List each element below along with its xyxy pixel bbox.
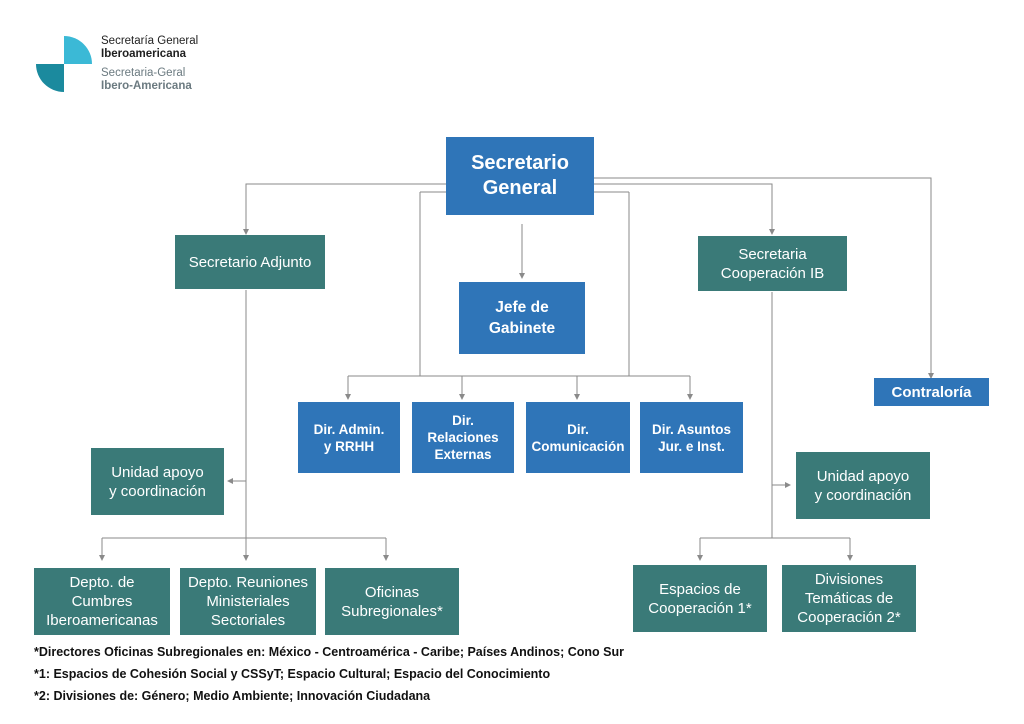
org-name-es-line2: Iberoamericana <box>101 48 187 60</box>
node-secretaria-cooperacion: Secretaria Cooperación IB <box>698 236 847 291</box>
footnote-espacios: *1: Espacios de Cohesión Social y CSSyT;… <box>34 667 551 681</box>
node-dir-admin: Dir. Admin. y RRHH <box>298 402 400 473</box>
footnote-oficinas: *Directores Oficinas Subregionales en: M… <box>34 645 624 659</box>
org-name-pt-line2: Ibero-Americana <box>101 80 192 92</box>
footnote-divisiones: *2: Divisiones de: Género; Medio Ambient… <box>34 689 431 703</box>
node-depto-reuniones: Depto. Reuniones Ministeriales Sectorial… <box>180 568 316 635</box>
node-secretario-general: Secretario General <box>446 137 594 215</box>
node-dir-asuntos: Dir. Asuntos Jur. e Inst. <box>640 402 743 473</box>
segib-logo <box>36 36 92 92</box>
node-espacios-cooperacion: Espacios de Cooperación 1* <box>633 565 767 632</box>
node-unidad-apoyo-right: Unidad apoyo y coordinación <box>796 452 930 519</box>
node-dir-comunicacion: Dir. Comunicación <box>526 402 630 473</box>
org-name-es: Secretaría General Iberoamericana <box>101 35 198 61</box>
org-name-es-line1: Secretaría General <box>101 35 199 47</box>
node-secretario-adjunto: Secretario Adjunto <box>175 235 325 289</box>
node-dir-relaciones: Dir. Relaciones Externas <box>412 402 514 473</box>
org-name-pt-line1: Secretaria-Geral <box>101 67 186 79</box>
node-jefe-gabinete: Jefe de Gabinete <box>459 282 585 354</box>
node-depto-cumbres: Depto. de Cumbres Iberoamericanas <box>34 568 170 635</box>
node-divisiones-tematicas: Divisiones Temáticas de Cooperación 2* <box>782 565 916 632</box>
node-oficinas-subregionales: Oficinas Subregionales* <box>325 568 459 635</box>
node-unidad-apoyo-left: Unidad apoyo y coordinación <box>91 448 224 515</box>
org-name-pt: Secretaria-Geral Ibero-Americana <box>101 67 192 93</box>
node-contraloria: Contraloría <box>874 378 989 406</box>
